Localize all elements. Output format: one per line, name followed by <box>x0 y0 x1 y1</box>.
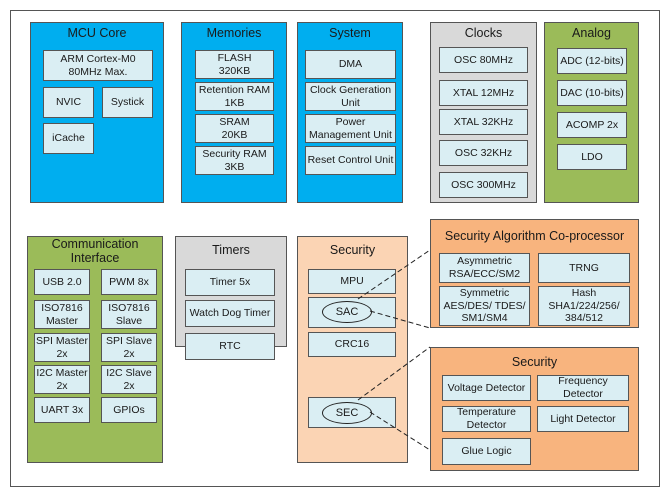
comm-item: UART 3x <box>34 397 90 423</box>
comm-item: ISO7816 Slave <box>101 300 157 329</box>
security-block: Security MPU SAC CRC16 SEC <box>297 236 408 463</box>
light-detector-cell: Light Detector <box>537 406 629 432</box>
analog-item: ADC (12-bits) <box>557 48 627 74</box>
clock-item: XTAL 12MHz <box>439 80 528 106</box>
symmetric-cell: Symmetric AES/DES/ TDES/ SM1/SM4 <box>439 286 530 326</box>
timers-block: Timers Timer 5x Watch Dog Timer RTC <box>175 236 287 360</box>
icache-cell: iCache <box>43 123 94 154</box>
analog-title: Analog <box>572 26 611 40</box>
system-title: System <box>329 26 371 40</box>
timers-title: Timers <box>212 243 250 257</box>
analog-block: Analog ADC (12-bits) DAC (10-bits) ACOMP… <box>544 22 639 203</box>
mcu-core-title: MCU Core <box>67 26 127 40</box>
analog-item: DAC (10-bits) <box>557 80 627 106</box>
timer-item: RTC <box>185 333 275 360</box>
communication-title: Communication Interface <box>51 237 139 265</box>
comm-item: ISO7816 Master <box>34 300 90 329</box>
voltage-detector-cell: Voltage Detector <box>442 375 531 401</box>
sac-to-coprocessor-bottom-line <box>369 310 431 329</box>
mcu-core-block: MCU Core ARM Cortex-M0 80MHz Max. NVIC S… <box>30 22 164 203</box>
sec-to-security-top-line <box>357 346 431 401</box>
comm-item: PWM 8x <box>101 269 157 295</box>
comm-item: USB 2.0 <box>34 269 90 295</box>
reset-control-cell: Reset Control Unit <box>305 146 396 175</box>
sec-to-security-bottom-line <box>369 411 431 451</box>
clock-item: OSC 32KHz <box>439 140 528 166</box>
clock-generation-cell: Clock Generation Unit <box>305 82 396 111</box>
security-ram-cell: Security RAM 3KB <box>195 146 274 175</box>
clocks-title: Clocks <box>464 26 503 40</box>
comm-item: GPIOs <box>101 397 157 423</box>
flash-cell: FLASH 320KB <box>195 50 274 79</box>
security-coprocessor-block: Security Algorithm Co-processor Asymmetr… <box>430 219 639 328</box>
dma-cell: DMA <box>305 50 396 79</box>
analog-item: ACOMP 2x <box>557 112 627 138</box>
cpu-cell: ARM Cortex-M0 80MHz Max. <box>43 50 153 81</box>
frequency-detector-cell: Frequency Detector <box>537 375 629 401</box>
retention-ram-cell: Retention RAM 1KB <box>195 82 274 111</box>
comm-item: SPI Master 2x <box>34 333 90 362</box>
crc16-cell: CRC16 <box>308 332 396 357</box>
memories-title: Memories <box>206 26 262 40</box>
systick-cell: Systick <box>102 87 153 118</box>
sac-oval: SAC <box>322 301 372 323</box>
mpu-cell: MPU <box>308 269 396 294</box>
comm-item: SPI Slave 2x <box>101 333 157 362</box>
sram-cell: SRAM 20KB <box>195 114 274 143</box>
diagram-frame <box>10 10 660 487</box>
analog-item: LDO <box>557 144 627 170</box>
comm-item: I2C Slave 2x <box>101 365 157 394</box>
sac-to-coprocessor-top-line <box>357 249 431 300</box>
timer-item: Watch Dog Timer <box>185 300 275 327</box>
clock-item: OSC 300MHz <box>439 172 528 198</box>
memories-block: Memories FLASH 320KB Retention RAM 1KB S… <box>181 22 287 203</box>
clocks-block: Clocks OSC 80MHz XTAL 12MHz XTAL 32KHz O… <box>430 22 537 203</box>
temperature-detector-cell: Temperature Detector <box>442 406 531 432</box>
power-management-cell: Power Management Unit <box>305 114 396 143</box>
clock-item: XTAL 32KHz <box>439 109 528 135</box>
nvic-cell: NVIC <box>43 87 94 118</box>
system-block: System DMA Clock Generation Unit Power M… <box>297 22 403 203</box>
security-detectors-block: Security Voltage Detector Frequency Dete… <box>430 347 639 471</box>
asymmetric-cell: Asymmetric RSA/ECC/SM2 <box>439 253 530 283</box>
trng-cell: TRNG <box>538 253 630 283</box>
hash-cell: Hash SHA1/224/256/ 384/512 <box>538 286 630 326</box>
comm-item: I2C Master 2x <box>34 365 90 394</box>
communication-block: Communication Interface USB 2.0 PWM 8x I… <box>27 236 163 463</box>
timer-item: Timer 5x <box>185 269 275 296</box>
glue-logic-cell: Glue Logic <box>442 438 531 465</box>
security-coprocessor-title: Security Algorithm Co-processor <box>444 229 625 243</box>
security-detectors-title: Security <box>511 355 558 369</box>
clock-item: OSC 80MHz <box>439 47 528 73</box>
security-title: Security <box>329 243 376 257</box>
